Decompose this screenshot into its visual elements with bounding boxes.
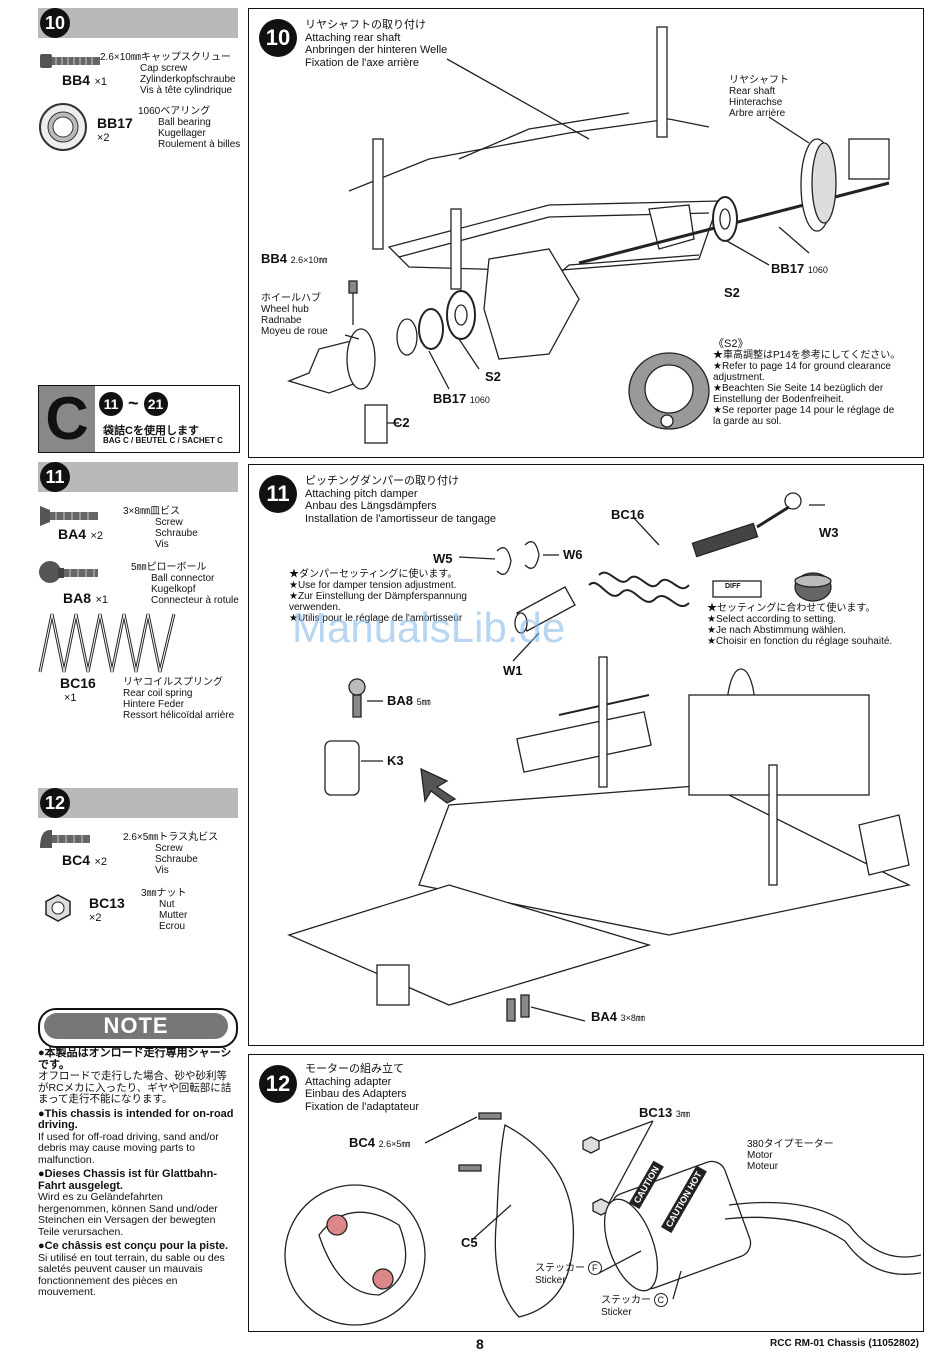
- part-bc16-desc: リヤコイルスプリング Rear coil spring Hintere Fede…: [123, 677, 235, 721]
- pitch-damper-drawing: [287, 492, 911, 1022]
- part-bb4-desc: 2.6×10㎜キャップスクリュー Cap screw Zylinderkopfs…: [100, 52, 236, 96]
- bag-range-end: 21: [143, 392, 168, 416]
- bag-range-start: 11: [99, 392, 123, 416]
- part-bc13-code: BC13×2: [89, 895, 125, 925]
- part-bb17-code: BB17×2: [97, 115, 133, 145]
- step-number: 12: [40, 788, 70, 818]
- step-12-header: 12: [38, 788, 238, 818]
- s2-note: 《S2》 ★車高調整はP14を参考にしてください。★Refer to page …: [713, 338, 901, 428]
- bag-label: BAG C / BEUTEL C / SACHET C: [103, 436, 223, 445]
- label-bc16: BC16: [611, 507, 645, 522]
- label-c5: C5: [461, 1235, 478, 1250]
- bag-c-box: C 11 ~ 21 袋詰Cを使用します BAG C / BEUTEL C / S…: [38, 385, 240, 453]
- part-bc13-desc: 3㎜ナット Nut Mutter Ecrou: [141, 888, 188, 932]
- label-s2-right: S2: [724, 285, 740, 300]
- label-ba4: BA4 3×8㎜: [591, 1009, 645, 1024]
- part-bb4-code: BB4 ×1: [62, 72, 108, 88]
- label-k3: K3: [387, 753, 404, 768]
- step-number: 10: [40, 8, 70, 38]
- step-11-header: 11: [38, 462, 238, 492]
- model-footer: RCC RM-01 Chassis (11052802): [770, 1338, 919, 1349]
- damper-note: ★ダンパーセッティングに使います。★Use for damper tension…: [289, 569, 467, 624]
- label-bb4: BB4 2.6×10㎜: [261, 251, 328, 266]
- part-bc16-icon: [38, 612, 178, 674]
- part-ba8-icon: [38, 560, 100, 586]
- label-bb17-right: BB17 1060: [771, 261, 828, 276]
- part-ba8-code: BA8 ×1: [63, 590, 109, 606]
- part-ba4-code: BA4 ×2: [58, 526, 104, 542]
- part-bc4-code: BC4 ×2: [62, 852, 108, 868]
- setting-note: ★セッティングに合わせて使います。★Select according to se…: [707, 603, 893, 647]
- label-bc13: BC13 3㎜: [639, 1105, 690, 1120]
- panel-step-number: 11: [259, 475, 297, 513]
- label-w5: W5: [433, 551, 453, 566]
- motor-drawing: [284, 1112, 921, 1326]
- step-10-header: 10: [38, 8, 238, 38]
- panel-step-number: 10: [259, 19, 297, 57]
- note-body: ●本製品はオンロード走行専用シャーシです。オフロードで走行した場合、砂や砂利等が…: [38, 1047, 234, 1298]
- label-s2-left: S2: [485, 369, 501, 384]
- note-title: NOTE: [44, 1013, 228, 1039]
- label-bc4: BC4 2.6×5㎜: [349, 1135, 411, 1150]
- bag-range-sep: ~: [128, 393, 139, 413]
- step-number: 11: [40, 462, 70, 492]
- label-w3: W3: [819, 525, 839, 540]
- label-w6: W6: [563, 547, 583, 562]
- page-number: 8: [476, 1336, 484, 1352]
- sticker-c-label: ステッカー C Sticker: [601, 1293, 668, 1318]
- watermark: ManualsLib.de: [292, 604, 566, 651]
- label-bb17-left: BB17 1060: [433, 391, 490, 406]
- part-bb17-icon: [38, 102, 88, 152]
- part-bc16-code: BC16×1: [60, 675, 96, 705]
- part-ba4-desc: 3×8㎜皿ビス Screw Schraube Vis: [123, 506, 198, 550]
- part-bc4-desc: 2.6×5㎜トラス丸ビス Screw Schraube Vis: [123, 832, 219, 876]
- label-w1: W1: [503, 663, 523, 678]
- rear-shaft-drawing: [287, 26, 890, 444]
- bag-jp: 袋詰Cを使用します: [103, 425, 199, 437]
- part-bb17-desc: 1060ベアリング Ball bearing Kugellager Roulem…: [138, 106, 241, 150]
- bag-letter: C: [39, 386, 95, 452]
- part-bb4-icon: [40, 52, 102, 70]
- label-ba8: BA8 5㎜: [387, 693, 431, 708]
- part-ba8-desc: 5㎜ピローボール Ball connector Kugelkopf Connec…: [131, 562, 239, 606]
- tube-label: DIFF: [725, 583, 741, 590]
- part-bc13-icon: [44, 894, 72, 922]
- sticker-f-label: ステッカー F Sticker: [535, 1261, 602, 1286]
- part-ba4-icon: [40, 506, 100, 526]
- part-bc4-icon: [40, 828, 92, 850]
- label-c2: C2: [393, 415, 410, 430]
- panel-step-number: 12: [259, 1065, 297, 1103]
- note-banner: NOTE: [38, 1008, 238, 1048]
